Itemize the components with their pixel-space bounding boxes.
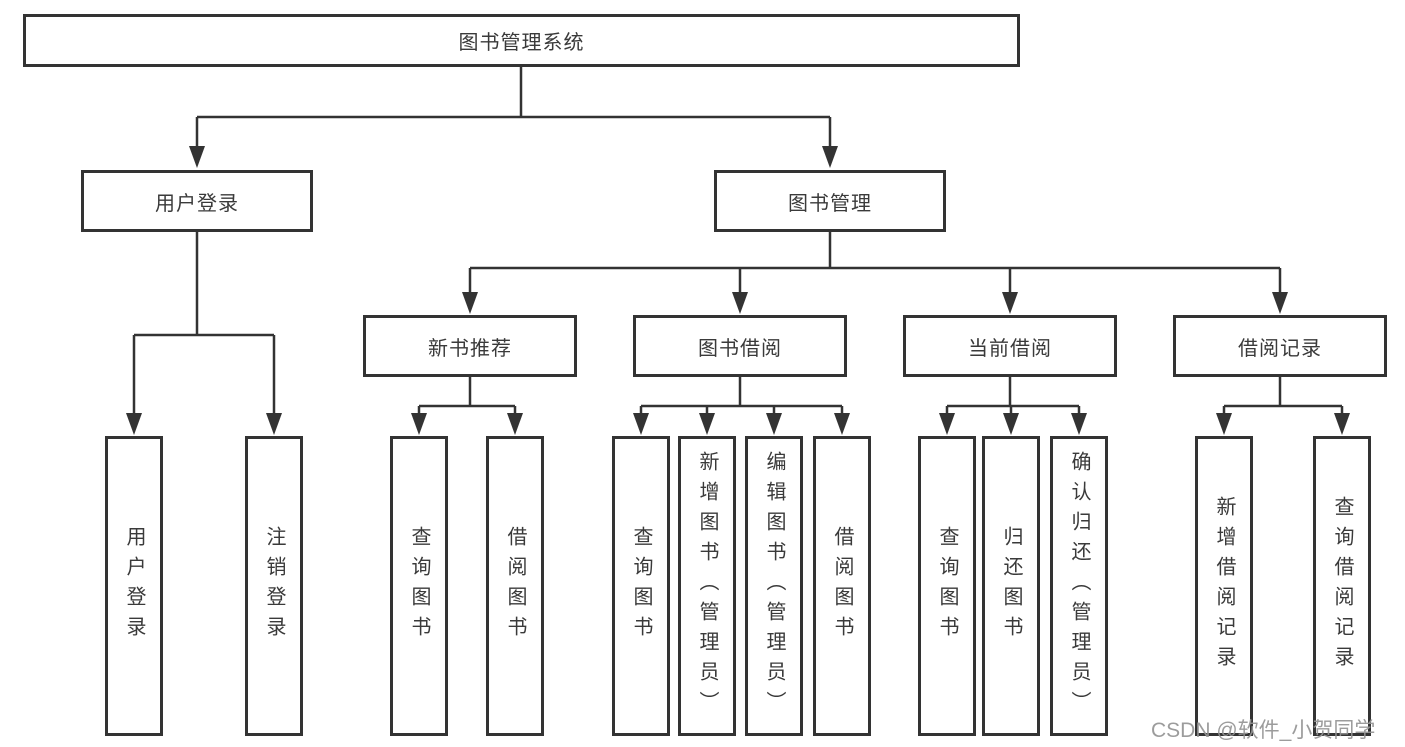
leaf-label: 借阅图书: [504, 526, 526, 646]
leaf-label: 用户登录: [123, 526, 145, 646]
leaf-label: 查询图书: [630, 526, 652, 646]
node-book-borrowing: 图书借阅: [633, 315, 847, 377]
leaf-query-books: 查询图书: [612, 436, 670, 736]
node-new-book-recommend: 新书推荐: [363, 315, 577, 377]
leaf-label: 归还图书: [1000, 526, 1022, 646]
node-borrowing-records: 借阅记录: [1173, 315, 1387, 377]
leaf-borrow-books: 借阅图书: [813, 436, 871, 736]
leaf-query-borrow-record: 查询借阅记录: [1313, 436, 1371, 736]
node-label: 图书管理: [788, 192, 872, 215]
leaf-label: 查询借阅记录: [1331, 496, 1353, 676]
leaf-label: 查询图书: [408, 526, 430, 646]
node-label: 图书管理系统: [458, 32, 585, 54]
leaf-label: 借阅图书: [831, 526, 853, 646]
leaf-label: 确认归还（管理员）: [1068, 451, 1090, 721]
node-label: 借阅记录: [1238, 337, 1322, 360]
node-user-login: 用户登录: [81, 170, 313, 232]
leaf-user-login: 用户登录: [105, 436, 163, 736]
leaf-add-book-admin: 新增图书（管理员）: [678, 436, 736, 736]
leaf-logout: 注销登录: [245, 436, 303, 736]
leaf-edit-book-admin: 编辑图书（管理员）: [745, 436, 803, 736]
node-label: 当前借阅: [968, 337, 1052, 360]
leaf-label: 查询图书: [936, 526, 958, 646]
leaf-confirm-return-admin: 确认归还（管理员）: [1050, 436, 1108, 736]
node-label: 新书推荐: [428, 337, 512, 360]
leaf-return-books: 归还图书: [982, 436, 1040, 736]
leaf-borrow-books: 借阅图书: [486, 436, 544, 736]
arrowheads: [126, 146, 1350, 435]
node-current-borrowing: 当前借阅: [903, 315, 1117, 377]
node-book-management: 图书管理: [714, 170, 946, 232]
leaf-query-books: 查询图书: [390, 436, 448, 736]
leaf-query-books: 查询图书: [918, 436, 976, 736]
leaf-add-borrow-record: 新增借阅记录: [1195, 436, 1253, 736]
leaf-label: 新增图书（管理员）: [696, 451, 718, 721]
node-book-management-system: 图书管理系统: [23, 14, 1020, 67]
csdn-watermark: CSDN @软件_小贺同学: [1151, 719, 1376, 742]
node-label: 图书借阅: [698, 337, 782, 360]
leaf-label: 编辑图书（管理员）: [763, 451, 785, 721]
node-label: 用户登录: [155, 192, 239, 215]
leaf-label: 注销登录: [263, 526, 285, 646]
leaf-label: 新增借阅记录: [1213, 496, 1235, 676]
